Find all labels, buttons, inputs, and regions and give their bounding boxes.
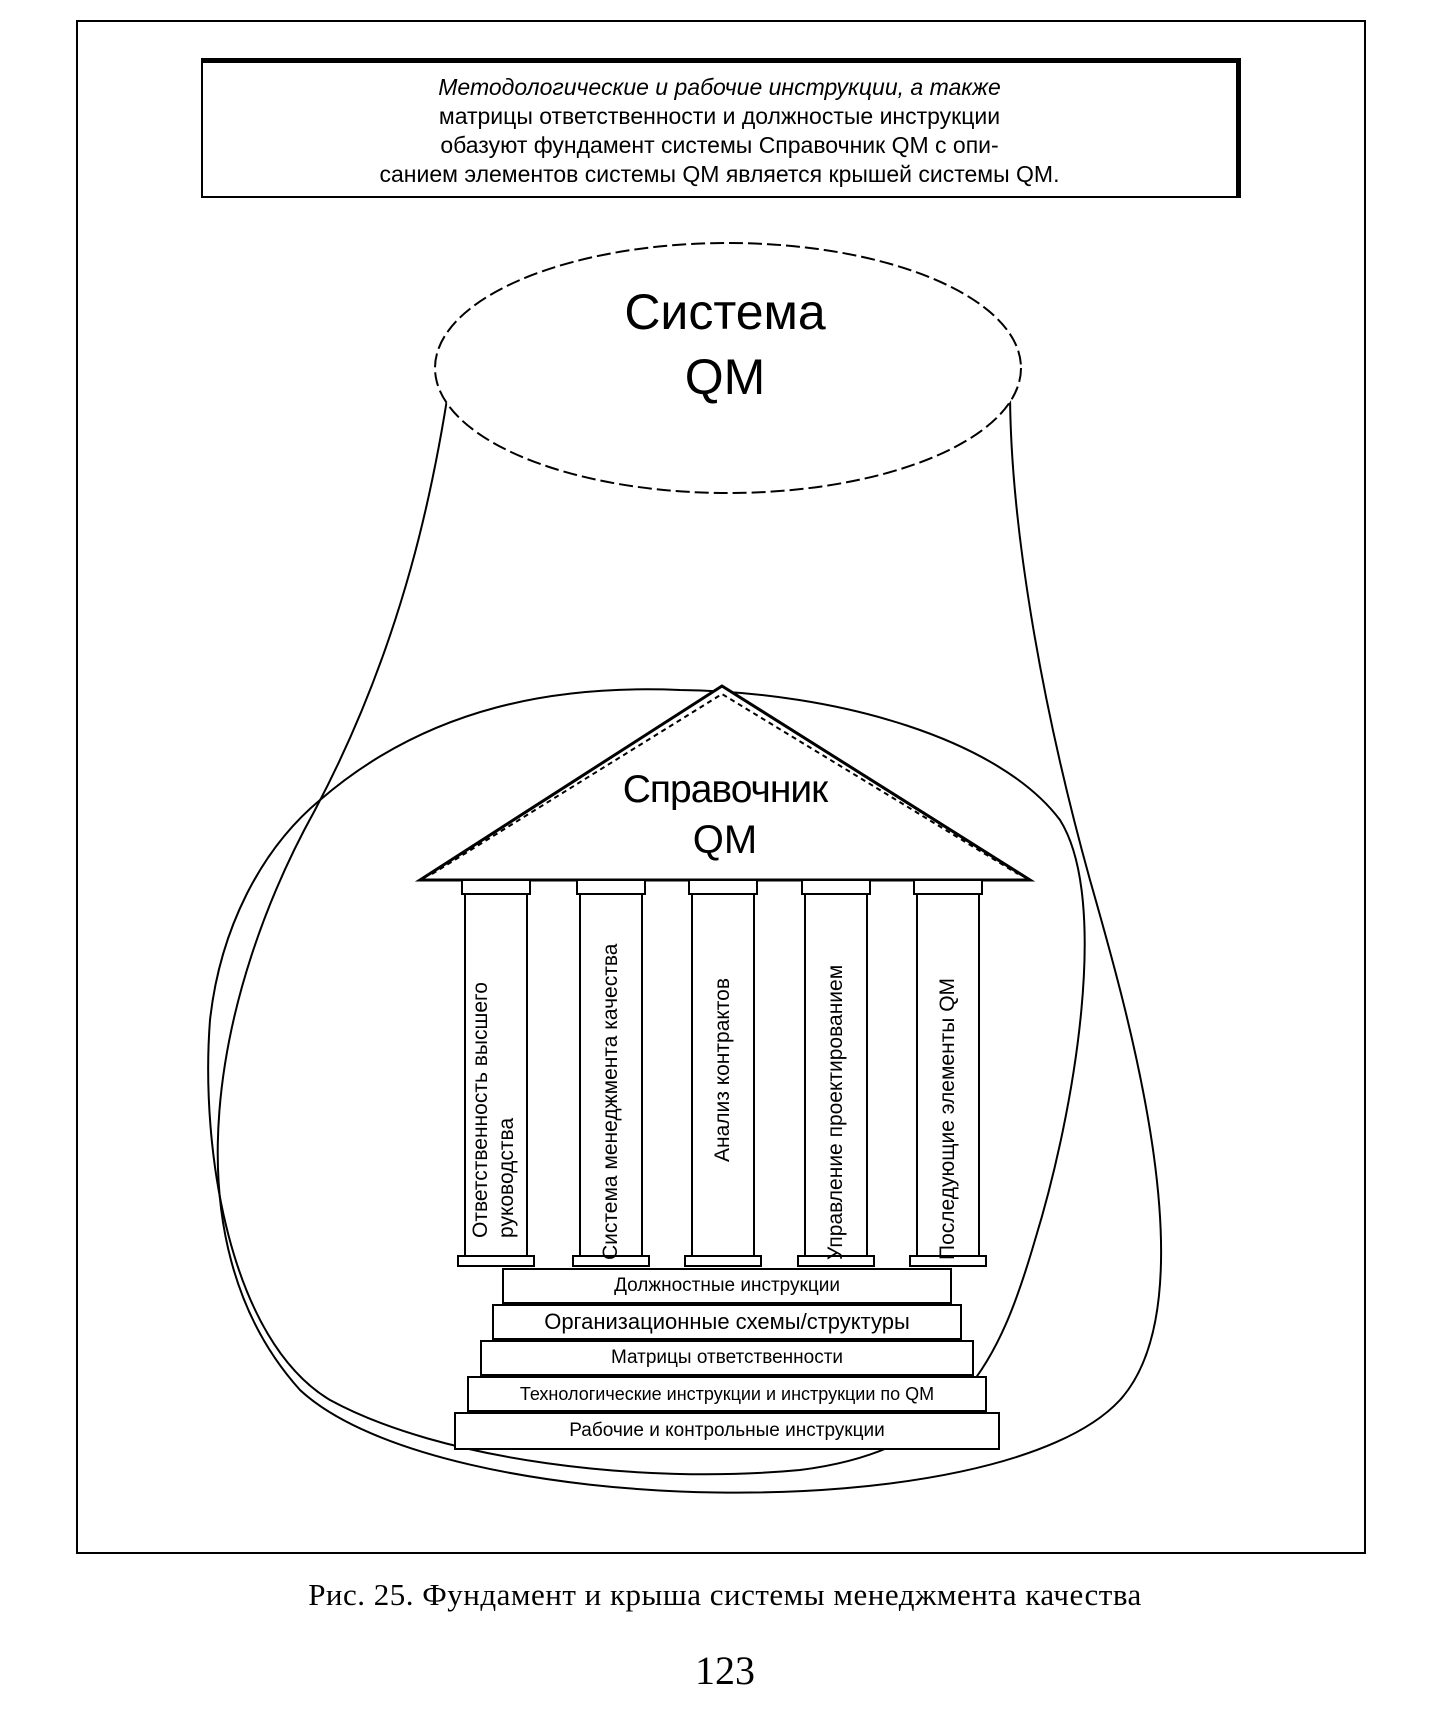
column-label-5: Последующие элементы QM: [936, 977, 959, 1260]
column-label-1: Ответственность высшего руководства: [469, 982, 518, 1238]
step-job-descriptions: Должностные инструкции: [502, 1268, 952, 1304]
step-responsibility-matrices: Матрицы ответственности: [480, 1340, 974, 1376]
handbook-subtitle: QM: [692, 818, 758, 862]
description-line-4: санием элементов системы QM является кры…: [379, 161, 1060, 187]
system-title: Система: [624, 284, 826, 340]
page-number: 123: [695, 1648, 755, 1693]
description-line-3: обазуют фундамент системы Справочник QM …: [440, 132, 999, 158]
step-work-instructions: Рабочие и контрольные инструкции: [454, 1412, 1000, 1450]
system-subtitle: QM: [684, 349, 766, 405]
description-line-2: матрицы ответственности и должностые инс…: [438, 103, 1001, 129]
system-ellipse: [434, 242, 1022, 494]
figure-frame: [76, 20, 1366, 1554]
figure-caption: Рис. 25. Фундамент и крыша системы менед…: [308, 1577, 1142, 1612]
step-technological-instructions: Технологические инструкции и инструкции …: [467, 1376, 987, 1412]
column-label-4: Управление проектированием: [824, 964, 847, 1260]
columns: [457, 879, 987, 1267]
step-org-charts: Организационные схемы/структуры: [492, 1304, 962, 1340]
handbook-title: Справочник: [622, 768, 828, 811]
column-label-2: Система менеджмента качества: [599, 943, 622, 1260]
description-line-1: Методологические и рабочие инструкции, а…: [438, 74, 1001, 100]
description-box: Методологические и рабочие инструкции, а…: [201, 58, 1241, 198]
column-label-3: Анализ контрактов: [711, 977, 734, 1163]
